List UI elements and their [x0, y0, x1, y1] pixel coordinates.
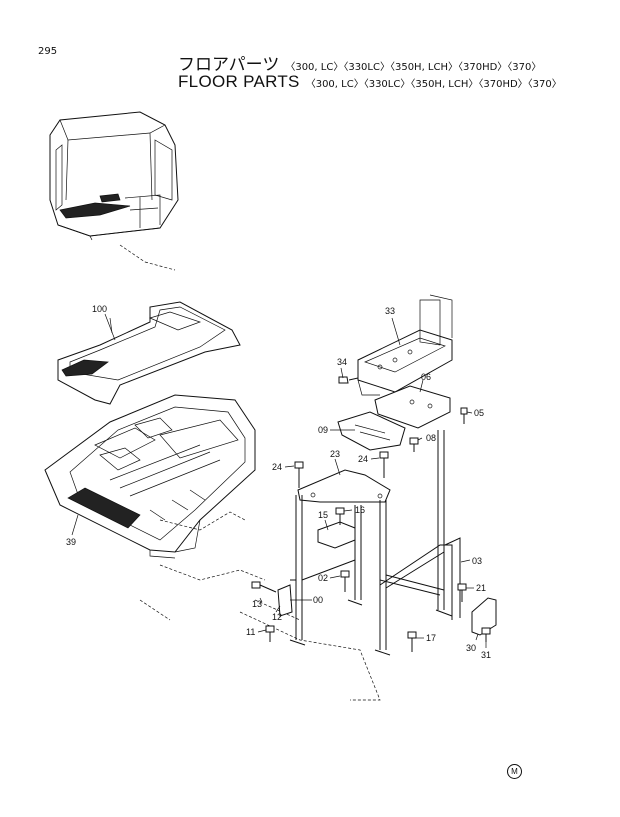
- title-english-row: FLOOR PARTS 〈300, LC〉〈330LC〉〈350H, LCH〉〈3…: [178, 72, 562, 92]
- callout-06: 06: [421, 372, 431, 382]
- cab-overview-illustration: [49, 111, 179, 271]
- callout-34: 34: [337, 357, 347, 367]
- title-japanese-row: フロアパーツ〈300, LC〉〈330LC〉〈350H, LCH〉〈370HD〉…: [178, 50, 541, 75]
- callout-05: 05: [474, 408, 484, 418]
- callout-24-left: 24: [272, 462, 282, 472]
- seat-stand-bracket-part: [357, 294, 453, 396]
- ghost-outline-lower: [239, 611, 381, 701]
- side-plate-part: [471, 597, 497, 636]
- callout-16: 16: [355, 505, 365, 515]
- callout-100: 100: [92, 304, 107, 314]
- callout-13: 13: [252, 599, 262, 609]
- clip-part: [317, 521, 356, 549]
- callout-31: 31: [481, 650, 491, 660]
- leader-lines: [71, 317, 487, 648]
- model-list-en: 〈300, LC〉〈330LC〉〈350H, LCH〉〈370HD〉〈370〉: [305, 79, 562, 90]
- model-list-jp: 〈300, LC〉〈330LC〉〈350H, LCH〉〈370HD〉〈370〉: [285, 62, 542, 73]
- callout-00: 00: [313, 595, 323, 605]
- callout-03: 03: [472, 556, 482, 566]
- floor-plate-part: [44, 394, 256, 559]
- title-japanese: フロアパーツ: [178, 55, 280, 75]
- bolt-hardware: [251, 376, 491, 652]
- stand-frame-part: [289, 430, 461, 656]
- floor-mat-part: [57, 301, 241, 405]
- page-number: 295: [38, 46, 58, 57]
- ghost-outline: [139, 564, 301, 621]
- side-bracket-part: [337, 411, 406, 451]
- bracket-plate-part: [297, 469, 391, 503]
- corner-mark: M: [507, 764, 522, 779]
- callout-08: 08: [426, 433, 436, 443]
- callout-12: 12: [272, 612, 282, 622]
- callout-02: 02: [318, 573, 328, 583]
- callout-39: 39: [66, 537, 76, 547]
- mount-plate-part: [374, 385, 451, 429]
- callout-09: 09: [318, 425, 328, 435]
- callout-30: 30: [466, 643, 476, 653]
- callout-21: 21: [476, 583, 486, 593]
- callout-15: 15: [318, 510, 328, 520]
- callout-33: 33: [385, 306, 395, 316]
- callout-11: 11: [246, 627, 255, 637]
- callout-24-right: 24: [358, 454, 368, 464]
- title-english: FLOOR PARTS: [178, 72, 300, 91]
- callout-17: 17: [426, 633, 436, 643]
- callout-23: 23: [330, 449, 340, 459]
